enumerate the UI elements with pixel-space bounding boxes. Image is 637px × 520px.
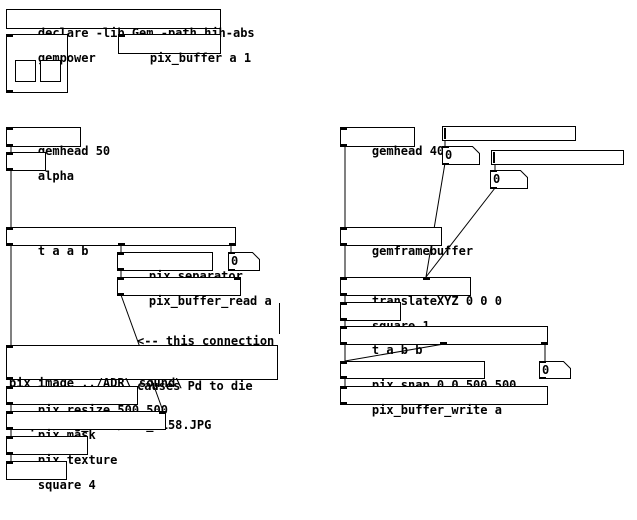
outlet: [6, 168, 13, 171]
object-text: square 4: [37, 478, 96, 492]
inlet: [118, 34, 125, 37]
pix-separator-object[interactable]: pix_separator: [117, 252, 243, 283]
object-text: t a b b: [371, 343, 423, 357]
inlet: [340, 127, 347, 130]
inlet: [340, 326, 347, 329]
inlet: [6, 345, 13, 348]
inlet: [6, 461, 13, 464]
gemhead-50-object[interactable]: gemhead 50: [6, 127, 110, 158]
object-text: alpha: [37, 169, 75, 183]
trigger-aab-object[interactable]: t a a b: [6, 227, 236, 258]
inlet: [6, 386, 13, 389]
inlet: [423, 277, 430, 280]
outlet: [541, 342, 548, 345]
inlet: [234, 277, 241, 280]
pix-snap-object[interactable]: pix_snap 0 0 500 500: [340, 361, 516, 392]
outlet: [340, 318, 347, 321]
number-box-shape: [490, 170, 528, 189]
trigger-abb-object[interactable]: t a b b: [340, 326, 548, 357]
warning-comment: <-- this connection causes Pd to die: [137, 304, 274, 424]
slider-knob[interactable]: [493, 152, 495, 163]
pix-buffer-write-object[interactable]: pix_buffer_write a: [340, 386, 548, 417]
inlet: [340, 302, 347, 305]
pix-texture-object[interactable]: pix_texture: [6, 436, 117, 467]
outlet: [6, 243, 13, 246]
inlet: [340, 277, 347, 280]
pix-image-object[interactable]: pix_image ../ADR\ sound\ sample/img_6158…: [6, 345, 278, 432]
object-text: t a a b: [37, 244, 89, 258]
outlet: [6, 452, 13, 455]
comment-edge: [279, 303, 280, 334]
gemframebuffer-object[interactable]: gemframebuffer: [340, 227, 473, 258]
outlet: [6, 427, 13, 430]
gemhead-40-object[interactable]: gemhead 40: [340, 127, 444, 158]
outlet: [340, 342, 347, 345]
patch-cords: [10, 140, 546, 461]
number-box-1[interactable]: 0: [228, 252, 260, 271]
horizontal-slider-2[interactable]: [491, 150, 624, 165]
number-box-shape: [539, 361, 571, 379]
pd-patch-canvas[interactable]: declare -lib Gem -path hjh-abs gempower …: [0, 0, 637, 492]
inlet: [117, 252, 124, 255]
inlet: [340, 227, 347, 230]
outlet: [6, 402, 13, 405]
outlet: [118, 243, 125, 246]
declare-object[interactable]: declare -lib Gem -path hjh-abs: [6, 9, 255, 40]
object-text: gemhead 50: [37, 144, 111, 158]
outlet: [340, 402, 347, 405]
number-value: 0: [493, 172, 501, 186]
inlet: [6, 411, 13, 414]
number-box-shape: [228, 252, 260, 271]
object-text: pix_buffer_write a: [371, 403, 502, 417]
inlet: [340, 386, 347, 389]
inlet: [6, 152, 13, 155]
object-text: pix_buffer_read a: [148, 294, 272, 308]
number-value: 0: [445, 148, 453, 162]
outlet: [340, 376, 347, 379]
number-value: 0: [231, 254, 239, 268]
translate-xyz-object[interactable]: translateXYZ 0 0 0: [340, 277, 502, 308]
outlet: [6, 144, 13, 147]
pix-buffer-read-object[interactable]: pix_buffer_read a: [117, 277, 272, 308]
outlet: [117, 268, 124, 271]
inlet: [6, 34, 13, 37]
outlet: [340, 144, 347, 147]
gempower-object[interactable]: gempower: [6, 34, 96, 93]
object-text: pix_buffer a 1: [149, 51, 252, 65]
inlet: [159, 411, 166, 414]
outlet: [6, 90, 13, 93]
horizontal-slider-1[interactable]: [442, 126, 576, 141]
number-value: 0: [542, 363, 550, 377]
square-1-object[interactable]: square 1: [340, 302, 430, 333]
inlet: [340, 361, 347, 364]
comment-line: causes Pd to die: [137, 379, 253, 393]
inlet: [6, 227, 13, 230]
alpha-object[interactable]: alpha: [6, 152, 74, 183]
slider-knob[interactable]: [444, 128, 446, 139]
number-box-4[interactable]: 0: [539, 361, 571, 379]
outlet: [340, 243, 347, 246]
inlet: [6, 436, 13, 439]
pix-resize-object[interactable]: pix_resize 500 500: [6, 386, 168, 417]
pix-buffer-object[interactable]: pix_buffer a 1: [118, 34, 251, 65]
number-box-shape: [442, 146, 480, 165]
toggle-1[interactable]: [15, 60, 36, 82]
pix-mask-object[interactable]: pix_mask: [6, 411, 166, 442]
outlet: [229, 243, 236, 246]
outlet: [340, 293, 347, 296]
object-text: gemframebuffer: [371, 244, 474, 258]
outlet: [6, 377, 13, 380]
toggle-2[interactable]: [40, 60, 61, 82]
outlet: [117, 293, 124, 296]
square-4-object[interactable]: square 4: [6, 461, 96, 492]
number-box-2[interactable]: 0: [442, 146, 480, 165]
object-text: gemhead 40: [371, 144, 445, 158]
number-box-3[interactable]: 0: [490, 170, 528, 189]
inlet: [117, 277, 124, 280]
comment-line: <-- this connection: [137, 334, 275, 348]
outlet: [440, 342, 447, 345]
inlet: [6, 127, 13, 130]
